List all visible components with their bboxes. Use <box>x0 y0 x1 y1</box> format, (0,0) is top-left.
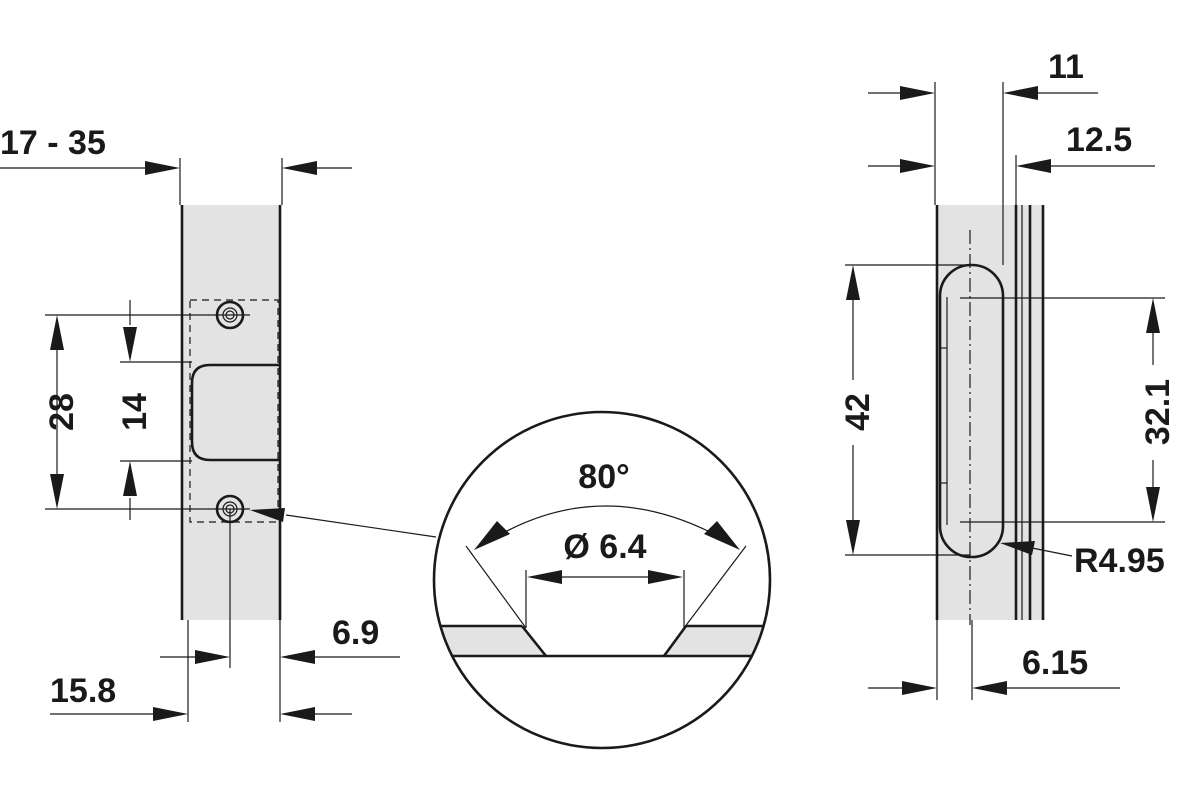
side-view <box>845 82 1165 700</box>
dim-countersink-angle: 80° <box>578 458 629 496</box>
dim-hole-diameter: Ø 6.4 <box>563 528 646 566</box>
dim-recess-radius: R4.95 <box>1074 542 1165 580</box>
strike-plate <box>182 205 280 620</box>
side-plate <box>937 205 1043 620</box>
latch-opening <box>190 363 280 462</box>
dim-recess-straight: 32.1 <box>1139 379 1177 445</box>
recess-slot <box>938 263 1005 559</box>
dim-hole-offset: 15.8 <box>50 672 116 710</box>
section-plate <box>434 626 546 656</box>
dim-edge-offset: 6.9 <box>332 614 379 652</box>
front-view <box>0 158 437 722</box>
detail-circle <box>432 410 772 750</box>
dim-hole-spacing: 28 <box>43 393 81 431</box>
dim-recess-offset: 6.15 <box>1022 644 1088 682</box>
dim-depth-12-5: 12.5 <box>1066 121 1132 159</box>
dim-recess-length: 42 <box>839 393 877 431</box>
dim-depth-11: 11 <box>1048 48 1084 86</box>
dim-opening-height: 14 <box>116 393 154 431</box>
dim-width-range: 17 - 35 <box>0 124 106 162</box>
